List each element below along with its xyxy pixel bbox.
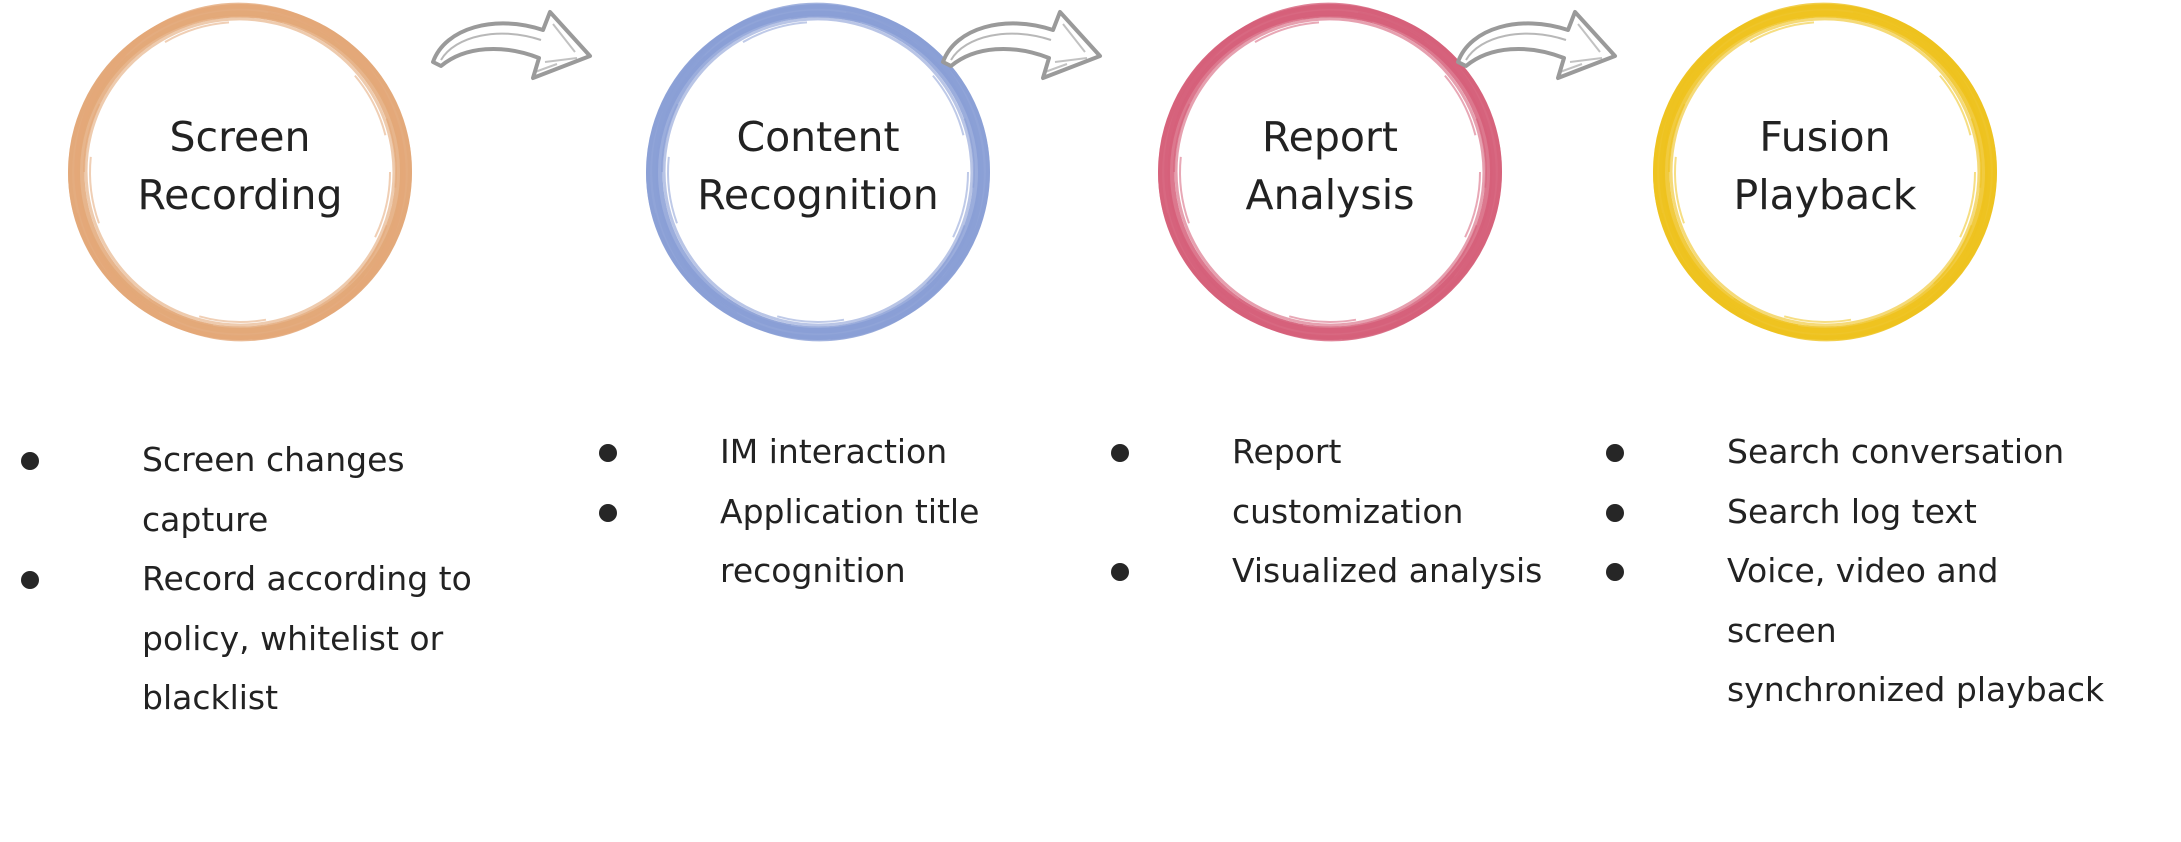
bullet-text-line: Application title (720, 491, 980, 531)
bullet-item: Voice, video and screen synchronized play… (1585, 541, 2105, 720)
bullet-text-line: Screen changes (142, 440, 405, 479)
bullet-text-line: Search log text (1727, 491, 1977, 531)
bullet-item: Application title recognition (578, 482, 979, 601)
step-title-line: Report (1262, 113, 1398, 161)
bullet-dot-icon (1606, 444, 1624, 462)
step-title-line: Content (736, 113, 900, 161)
bullet-text-line: Report (1232, 432, 1342, 471)
curved-arrow-right-icon (1456, 10, 1617, 80)
step-report-analysis-ring (1158, 2, 1502, 342)
bullet-text-line: capture (142, 499, 269, 539)
step-title-line: Analysis (1245, 171, 1415, 219)
bullet-text-line: blacklist (142, 678, 279, 717)
bullet-dot-icon (21, 452, 39, 470)
bullet-text-line: Visualized analysis (1232, 551, 1543, 590)
bullet-item: Record according to policy, whitelist or b… (0, 549, 472, 728)
bullet-item: Search conversation (1585, 422, 2105, 482)
curved-arrow-right-icon (431, 10, 592, 80)
step-title-line: Screen (169, 113, 311, 161)
step-fusion-playback-ring (1653, 2, 1997, 342)
bullet-dot-icon (21, 571, 39, 589)
bullet-text-line: IM interaction (720, 432, 948, 471)
bullet-item: Screen changes capture (0, 430, 472, 549)
bullet-dot-icon (1606, 503, 1624, 522)
step-title-line: Fusion (1759, 113, 1891, 161)
bullet-text-line: recognition (720, 551, 906, 590)
bullet-text-line: synchronized playback (1727, 670, 2105, 709)
bullet-dot-icon (1111, 563, 1129, 581)
bullet-text-line: Record according to (142, 559, 472, 598)
step-title-line: Recognition (697, 171, 939, 219)
bullet-item: Search log text (1585, 482, 2105, 542)
bullet-text-line: Voice, video and screen (1727, 551, 1999, 650)
bullet-item: Report customization (1090, 422, 1542, 541)
bullet-text-line: Search conversation (1727, 432, 2065, 471)
bullet-text-line: customization (1232, 491, 1464, 531)
step-title-line: Recording (137, 171, 343, 219)
step-title-line: Playback (1733, 171, 1917, 219)
bullet-dot-icon (1111, 444, 1129, 462)
bullet-dot-icon (1606, 563, 1624, 581)
bullet-text-line: policy, whitelist or (142, 618, 444, 658)
step-content-recognition-ring (646, 2, 990, 342)
curved-arrow-right-icon (941, 10, 1102, 80)
bullet-item: Visualized analysis (1090, 541, 1542, 601)
bullet-dot-icon (599, 503, 617, 522)
bullet-dot-icon (599, 444, 617, 462)
step-screen-recording-ring (68, 2, 412, 342)
bullet-item: IM interaction (578, 422, 979, 482)
